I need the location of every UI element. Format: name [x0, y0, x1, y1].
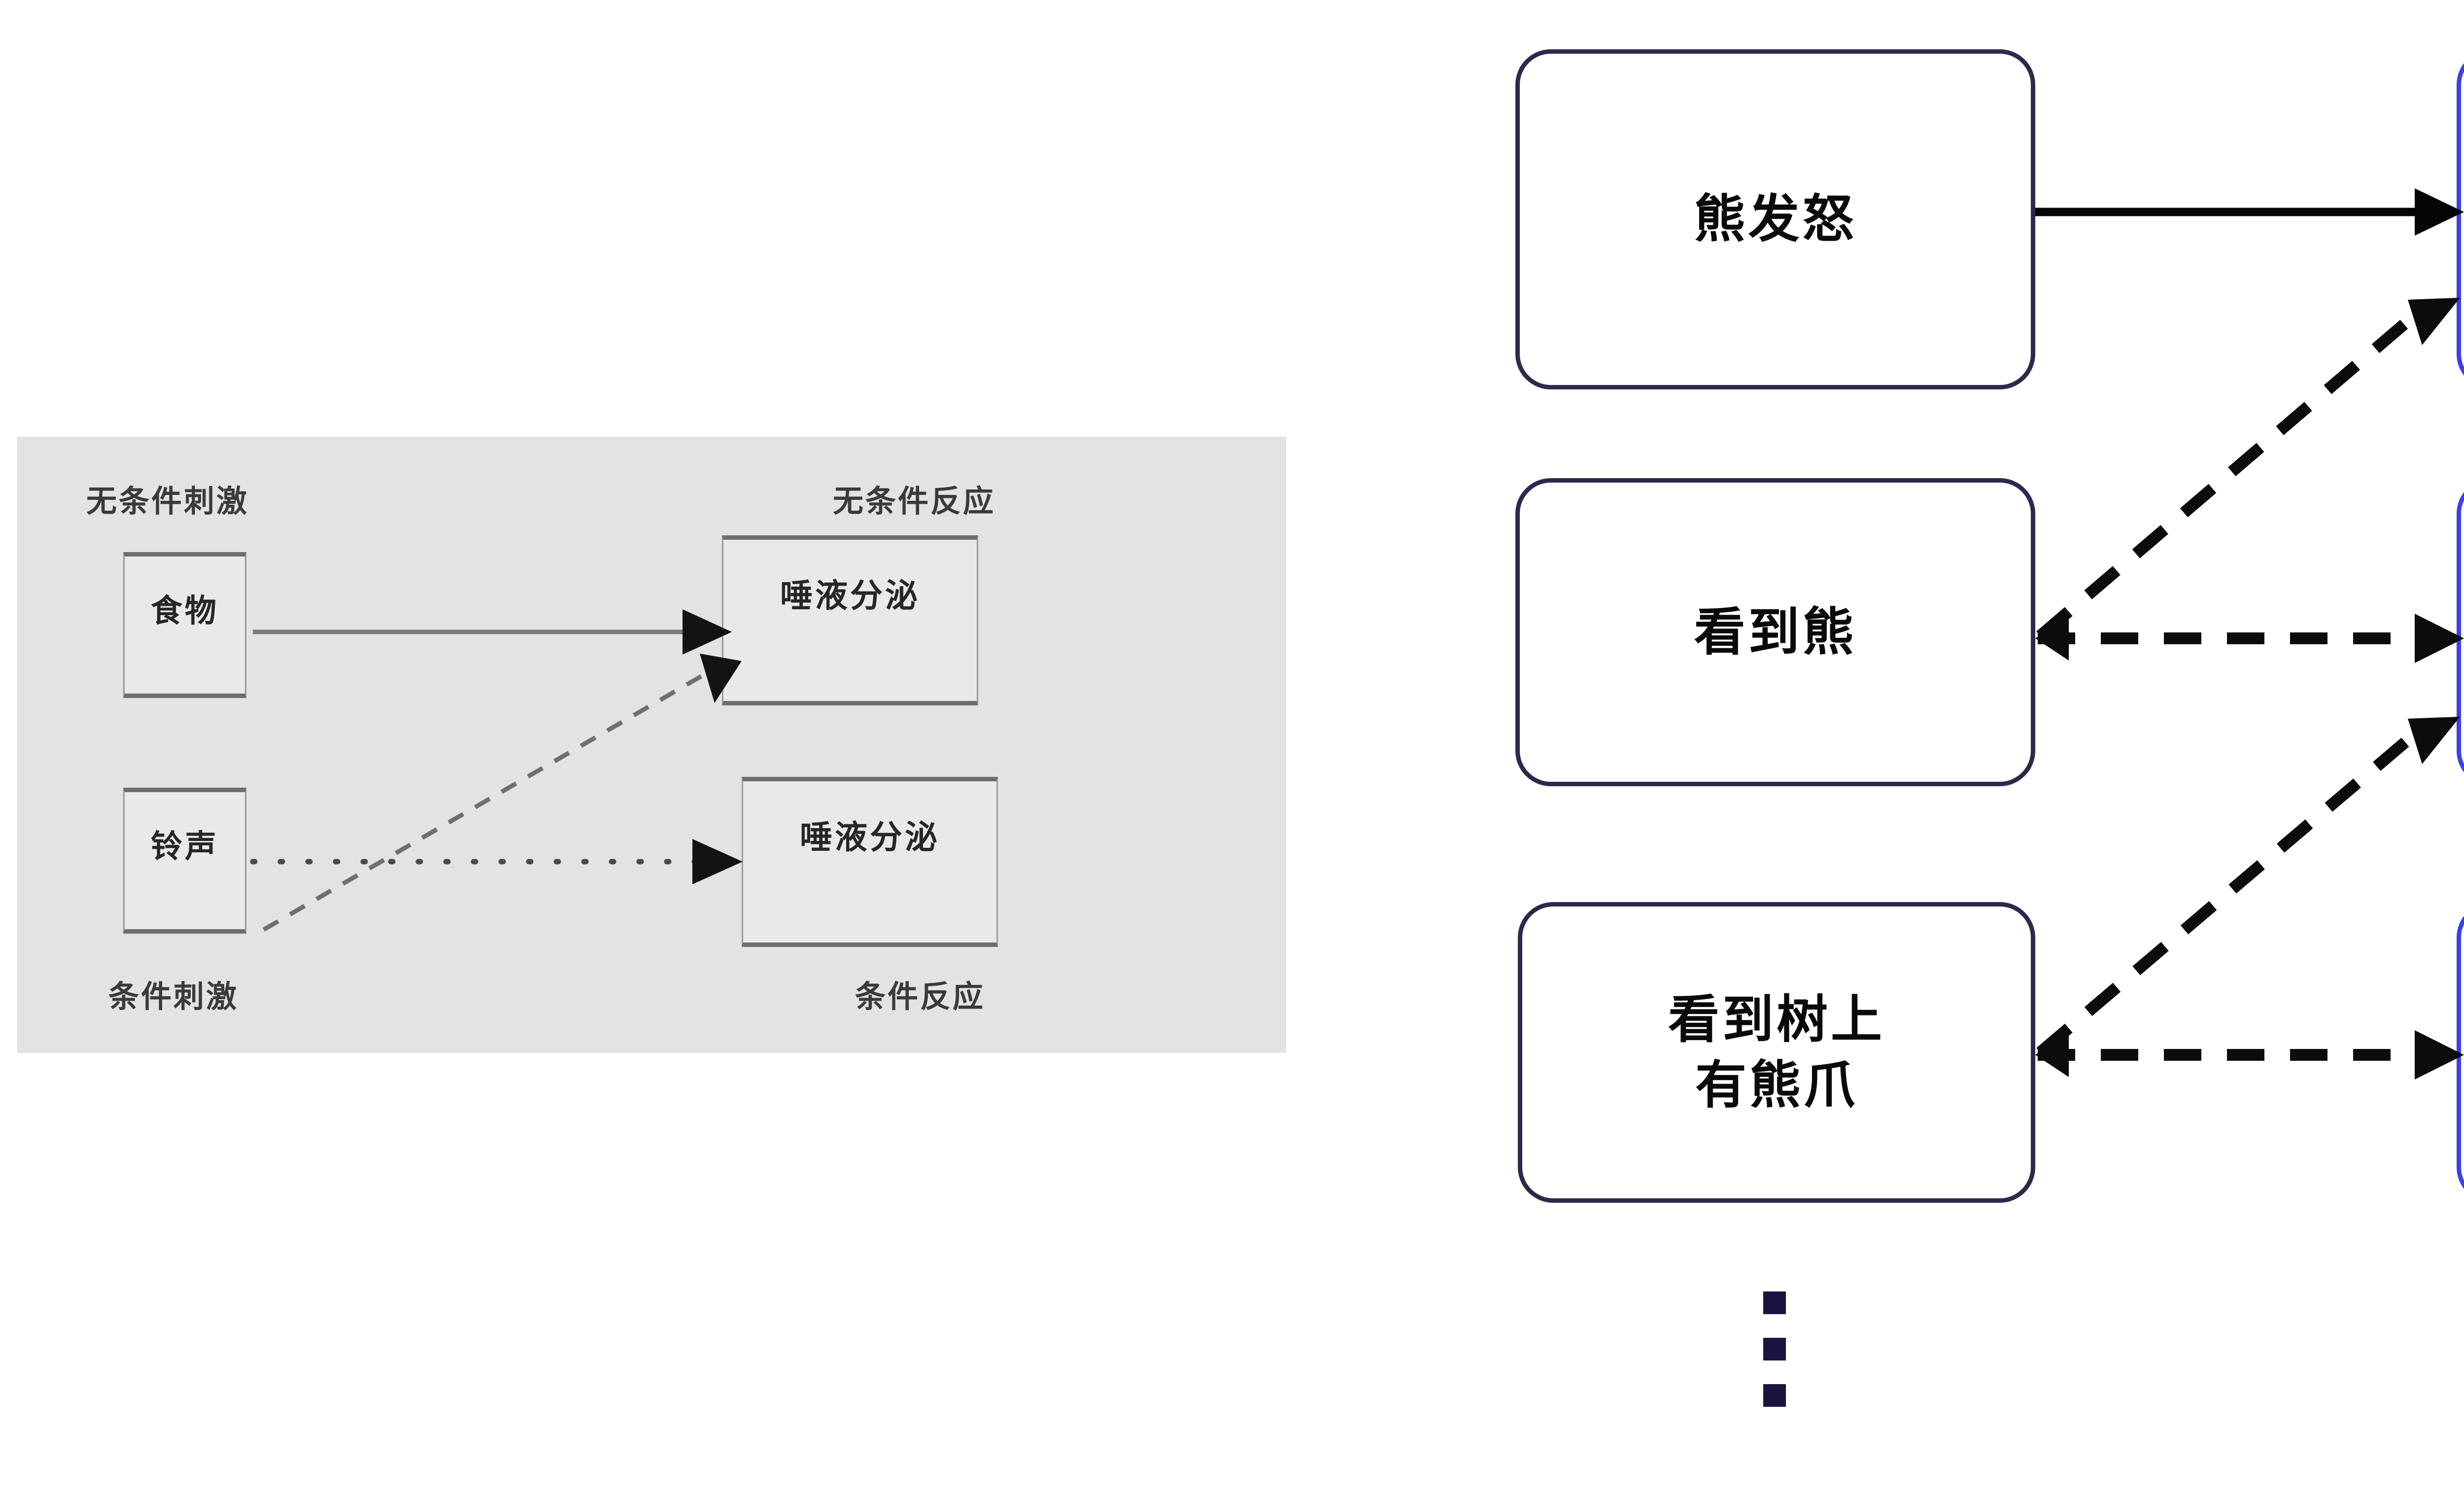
box-see-bear-label: 看到熊 [1694, 601, 1857, 662]
box-salivation-top-label: 唾液分泌 [780, 576, 920, 615]
arrow-food-to-salivation-head [683, 609, 732, 655]
box-bear-angry: 熊发怒 [1515, 49, 2035, 389]
box-value-s: V(s) [2457, 902, 2464, 1203]
caption-unconditioned-response: 无条件反应 [833, 483, 996, 519]
box-reward: 奖励 [2457, 49, 2464, 389]
box-bell-label: 铃声 [151, 829, 219, 865]
caption-conditioned-stimulus: 条件刺激 [108, 978, 239, 1014]
box-see-claw-line2: 有熊爪 [1695, 1055, 1858, 1115]
arrow-anger-to-reward [2035, 188, 2464, 236]
box-bell: 铃声 [123, 788, 246, 934]
ellipsis-dot [1763, 1338, 1786, 1360]
arrow-bell-to-salivation-top-line [262, 671, 708, 932]
ellipsis-dot [1763, 1384, 1786, 1407]
ellipsis-left-column [1763, 1291, 1786, 1407]
box-food: 食物 [123, 552, 246, 698]
ellipsis-dot [1763, 1291, 1786, 1314]
arrow-bell-to-salivation-bottom-head [692, 839, 743, 884]
box-see-bear: 看到熊 [1515, 478, 2035, 786]
arrow-see-claw-to-vsprime [2036, 717, 2460, 1057]
box-food-label: 食物 [151, 593, 219, 629]
box-salivation-bottom-label: 唾液分泌 [800, 818, 940, 856]
arrow-see-bear-to-vsprime [2035, 614, 2464, 663]
box-salivation-top: 唾液分泌 [722, 535, 978, 705]
box-see-claw-on-tree: 看到树上有熊爪 [1518, 902, 2035, 1203]
arrow-see-claw-to-vs [2035, 1030, 2464, 1080]
box-salivation-bottom: 唾液分泌 [742, 777, 998, 947]
box-see-claw-on-tree-label: 看到树上有熊爪 [1668, 987, 1885, 1118]
classical-conditioning-panel: 无条件刺激 无条件反应 条件刺激 条件反应 食物 铃声 唾液分泌 唾液分泌 [17, 437, 1286, 1053]
box-see-claw-line1: 看到树上 [1668, 989, 1885, 1049]
caption-conditioned-response: 条件反应 [855, 978, 986, 1014]
box-value-s-prime: V(s′) [2457, 478, 2464, 786]
box-bear-angry-label: 熊发怒 [1694, 189, 1857, 249]
caption-unconditioned-stimulus: 无条件刺激 [86, 483, 249, 519]
arrow-bell-to-salivation-top-head [700, 654, 742, 703]
arrow-see-bear-to-reward [2036, 298, 2460, 641]
classical-conditioning-arrows [250, 609, 743, 932]
